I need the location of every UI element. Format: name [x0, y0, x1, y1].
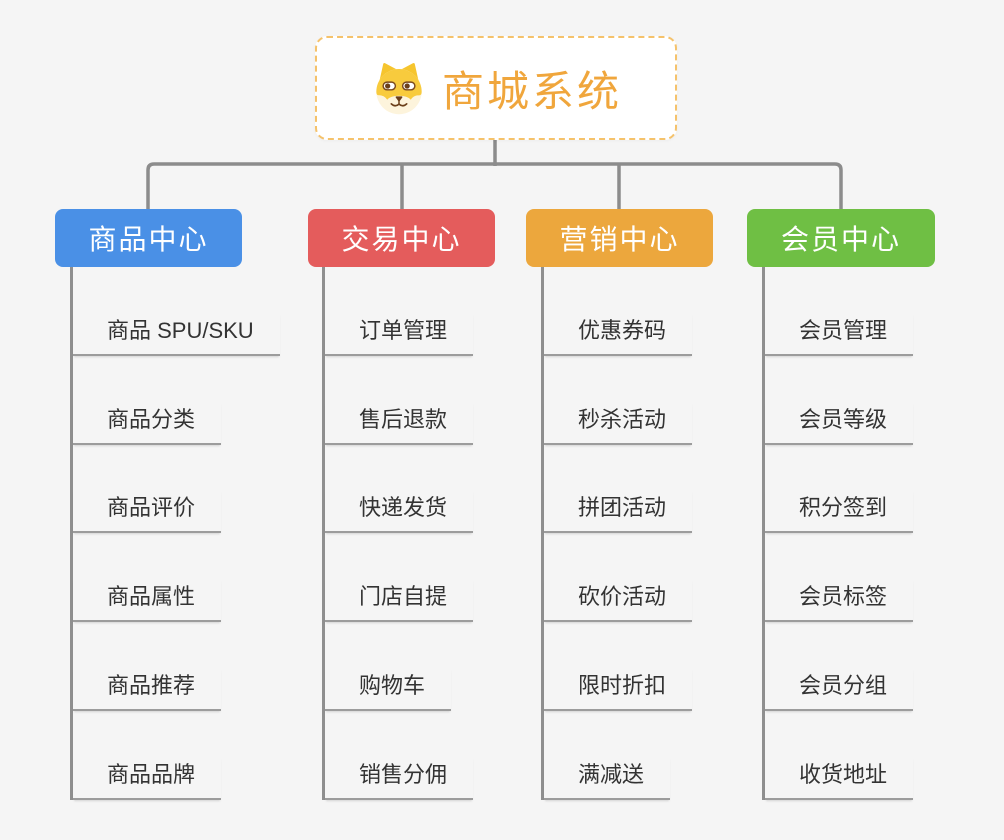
leaf-node-label[interactable]: 商品推荐	[73, 668, 222, 712]
leaf-node-label[interactable]: 商品评价	[73, 490, 222, 534]
leaf-item: 门店自提	[325, 533, 474, 623]
leaf-item: 砍价活动	[544, 533, 693, 623]
leaf-item: 会员分组	[765, 622, 914, 712]
branch-node-label: 商品中心	[88, 224, 209, 255]
branch-bus-line	[146, 162, 843, 209]
branch-column-member: 会员管理 会员等级 积分签到 会员标签 会员分组 收货地址	[762, 267, 914, 800]
leaf-node-label[interactable]: 销售分佣	[325, 757, 474, 800]
leaf-node-label[interactable]: 会员管理	[765, 313, 914, 356]
branch-node-marketing-center[interactable]: 营销中心	[526, 209, 713, 267]
leaf-item: 满减送	[544, 711, 692, 800]
leaf-node-label[interactable]: 会员等级	[765, 402, 914, 445]
branch-node-trade-center[interactable]: 交易中心	[308, 209, 495, 267]
leaf-node-label[interactable]: 售后退款	[325, 402, 474, 445]
leaf-node-label[interactable]: 砍价活动	[544, 579, 693, 623]
leaf-item: 售后退款	[325, 356, 474, 445]
leaf-item: 积分签到	[765, 445, 914, 534]
branch-node-label: 交易中心	[341, 224, 462, 255]
leaf-node-label[interactable]: 订单管理	[325, 313, 474, 356]
leaf-item: 订单管理	[325, 267, 474, 356]
leaf-node-label[interactable]: 优惠券码	[544, 313, 693, 356]
branch-node-label: 营销中心	[559, 224, 680, 255]
branch-node-product-center[interactable]: 商品中心	[55, 209, 242, 267]
leaf-node-label[interactable]: 商品属性	[73, 579, 222, 623]
branch-column-marketing: 优惠券码 秒杀活动 拼团活动 砍价活动 限时折扣 满减送	[541, 267, 693, 800]
leaf-item: 商品推荐	[73, 622, 280, 712]
leaf-item: 会员管理	[765, 267, 914, 356]
leaf-item: 商品评价	[73, 445, 280, 534]
leaf-item: 商品品牌	[73, 711, 280, 800]
branch-column-product: 商品 SPU/SKU 商品分类 商品评价 商品属性 商品推荐 商品品牌	[70, 267, 280, 800]
leaf-item: 销售分佣	[325, 711, 474, 800]
leaf-item: 购物车	[325, 622, 473, 712]
leaf-node-label[interactable]: 满减送	[544, 757, 671, 800]
leaf-node-label[interactable]: 会员标签	[765, 579, 914, 623]
root-node-label: 商城系统	[441, 67, 622, 115]
leaf-node-label[interactable]: 快递发货	[325, 490, 474, 534]
branch-node-label: 会员中心	[780, 224, 901, 255]
leaf-node-label[interactable]: 商品品牌	[73, 757, 222, 800]
leaf-node-label[interactable]: 会员分组	[765, 668, 914, 712]
branch-node-member-center[interactable]: 会员中心	[747, 209, 935, 267]
leaf-item: 会员等级	[765, 356, 914, 445]
leaf-item: 拼团活动	[544, 445, 693, 534]
leaf-node-label[interactable]: 门店自提	[325, 579, 474, 623]
leaf-item: 商品分类	[73, 356, 280, 445]
leaf-item: 优惠券码	[544, 267, 693, 356]
leaf-item: 限时折扣	[544, 622, 693, 712]
leaf-node-label[interactable]: 秒杀活动	[544, 402, 693, 445]
branch-column-trade: 订单管理 售后退款 快递发货 门店自提 购物车 销售分佣	[322, 267, 474, 800]
leaf-node-label[interactable]: 商品分类	[73, 402, 222, 445]
leaf-node-label[interactable]: 积分签到	[765, 490, 914, 534]
leaf-item: 商品属性	[73, 533, 280, 623]
leaf-node-label[interactable]: 拼团活动	[544, 490, 693, 534]
shiba-dog-icon	[376, 63, 422, 115]
root-node-mall-system[interactable]: 商城系统	[315, 36, 677, 140]
leaf-item: 收货地址	[765, 711, 914, 800]
leaf-node-label[interactable]: 购物车	[325, 668, 452, 712]
leaf-node-label[interactable]: 限时折扣	[544, 668, 693, 712]
leaf-item: 快递发货	[325, 445, 474, 534]
leaf-item: 秒杀活动	[544, 356, 693, 445]
leaf-item: 商品 SPU/SKU	[73, 267, 280, 356]
leaf-node-label[interactable]: 收货地址	[765, 757, 914, 800]
leaf-node-label[interactable]: 商品 SPU/SKU	[73, 313, 280, 356]
leaf-item: 会员标签	[765, 533, 914, 623]
